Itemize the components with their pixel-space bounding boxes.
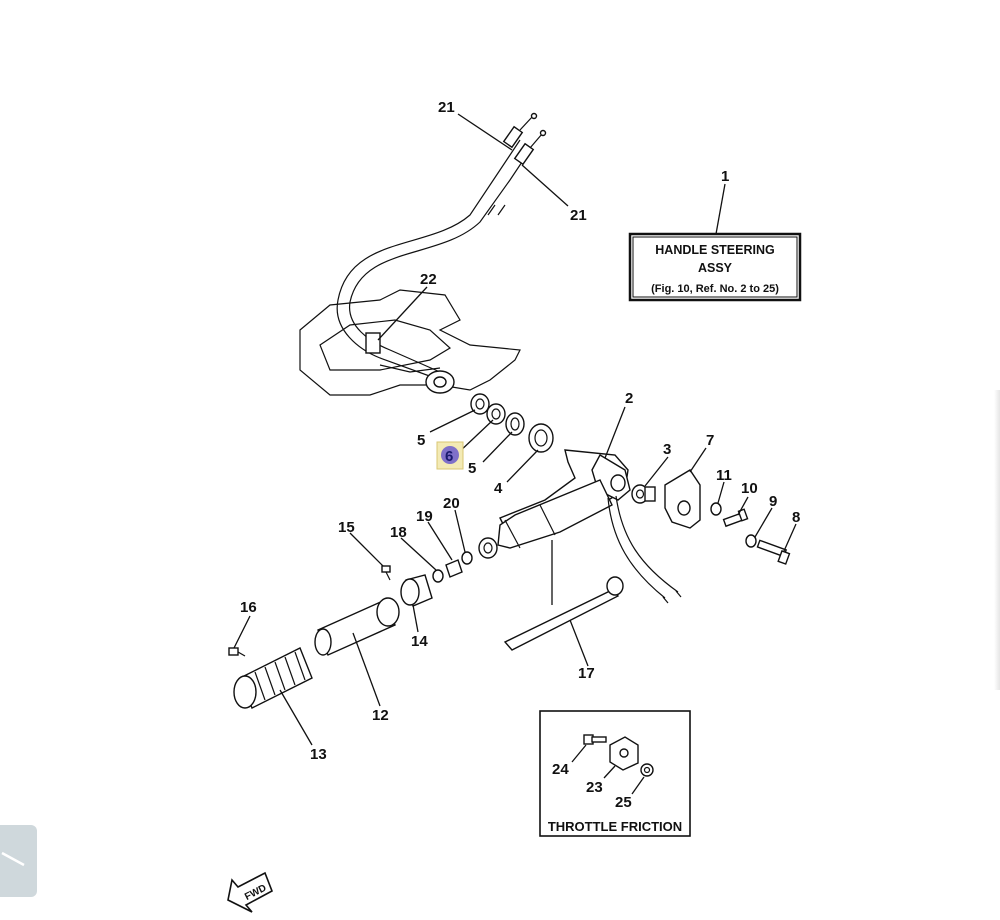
grommet-3 xyxy=(631,484,656,504)
callout-14: 14 xyxy=(411,633,428,650)
bolt-8 xyxy=(756,539,791,565)
throttle-friction-inset: 24 23 25 THROTTLE FRICTION xyxy=(539,710,691,837)
callout-19: 19 xyxy=(416,508,433,525)
callout-13: 13 xyxy=(310,746,327,763)
plate-7 xyxy=(664,469,701,529)
washers-5-6-5 xyxy=(470,393,525,436)
callout-5-lower: 5 xyxy=(468,460,476,477)
callout-16: 16 xyxy=(240,599,257,616)
callout-17: 17 xyxy=(578,665,595,682)
callout-6: 6 xyxy=(445,448,453,465)
callout-8: 8 xyxy=(792,509,800,526)
chevron-icon xyxy=(1,851,25,867)
callout-21-right: 21 xyxy=(570,207,587,224)
screw-15 xyxy=(381,565,391,581)
callout-21-top: 21 xyxy=(438,99,455,116)
callout-7: 7 xyxy=(706,432,714,449)
callout-11: 11 xyxy=(716,467,732,484)
throttle-friction-title: THROTTLE FRICTION xyxy=(548,819,682,834)
fwd-arrow: FWD xyxy=(227,871,274,913)
assembly-box: HANDLE STEERING ASSY (Fig. 10, Ref. No. … xyxy=(628,232,802,302)
washer-11 xyxy=(710,502,722,516)
throttle-shaft-17 xyxy=(503,540,624,651)
engine-bracket xyxy=(299,289,521,396)
callout-5-upper: 5 xyxy=(417,432,425,449)
callout-9: 9 xyxy=(769,493,777,510)
cable-clamp xyxy=(365,332,381,354)
highlighted-callout-6[interactable]: 6 xyxy=(436,441,464,470)
callout-12: 12 xyxy=(372,707,389,724)
bolt-10 xyxy=(722,508,749,528)
callout-18: 18 xyxy=(390,524,407,541)
screw-16 xyxy=(228,647,246,657)
bushing-4 xyxy=(528,423,554,453)
steering-handle-bracket xyxy=(478,449,682,604)
callout-15: 15 xyxy=(338,519,355,536)
assembly-title: HANDLE STEERING xyxy=(655,243,774,257)
callout-24: 24 xyxy=(552,761,569,778)
callout-2: 2 xyxy=(625,390,633,407)
callout-1: 1 xyxy=(721,168,729,185)
callout-23: 23 xyxy=(586,779,603,796)
assembly-subtitle: ASSY xyxy=(698,261,733,275)
collar-14 xyxy=(400,574,433,607)
callout-labels: 21 21 22 1 2 3 7 11 10 9 8 5 5 4 15 18 1… xyxy=(240,99,800,763)
callout-3: 3 xyxy=(663,441,671,458)
callout-20: 20 xyxy=(443,495,460,512)
throttle-cables xyxy=(336,112,547,379)
assembly-reference: (Fig. 10, Ref. No. 2 to 25) xyxy=(651,283,779,295)
callout-4: 4 xyxy=(494,480,503,497)
small-parts-18-20 xyxy=(432,551,473,583)
throttle-tube-12 xyxy=(314,597,400,656)
right-edge-shadow xyxy=(994,390,1000,690)
side-panel-tab[interactable] xyxy=(0,825,37,897)
grip-13 xyxy=(233,647,313,709)
callout-25: 25 xyxy=(615,794,632,811)
callout-10: 10 xyxy=(741,480,758,497)
washer-9 xyxy=(745,534,757,548)
callout-22: 22 xyxy=(420,271,437,288)
leader-lines xyxy=(233,113,797,746)
bracket-bushing xyxy=(425,370,455,394)
